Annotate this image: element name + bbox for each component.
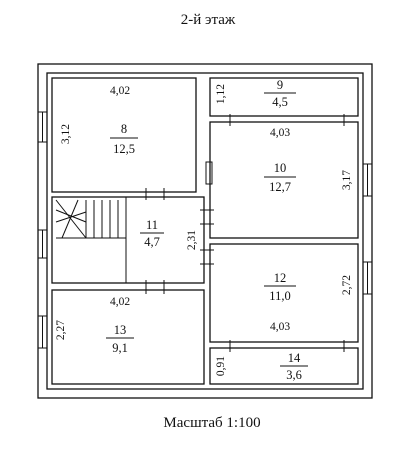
- room-14: [209, 347, 359, 385]
- svg-text:11: 11: [146, 218, 158, 232]
- svg-text:12: 12: [274, 271, 287, 285]
- room-label-14: 14 3,6: [280, 351, 308, 382]
- stairs: [55, 199, 126, 239]
- svg-text:14: 14: [288, 351, 301, 365]
- room-8: [51, 77, 197, 193]
- room-label-10: 10 12,7: [264, 161, 296, 194]
- floor-title: 2-й этаж: [181, 12, 236, 28]
- dim-room12-width: 4,03: [270, 321, 290, 333]
- dim-room8-width: 4,02: [110, 85, 130, 97]
- dim-room14-depth: 0,91: [215, 356, 227, 376]
- svg-text:11,0: 11,0: [269, 289, 290, 303]
- room-11: [51, 196, 205, 284]
- room-label-9: 9 4,5: [264, 78, 296, 109]
- room-label-11: 11 4,7: [140, 218, 164, 249]
- svg-text:4,7: 4,7: [144, 235, 160, 249]
- dim-room10-width: 4,03: [270, 127, 290, 139]
- doors: [145, 114, 345, 352]
- windows: [37, 111, 373, 349]
- room-label-13: 13 9,1: [106, 323, 134, 355]
- dim-room13-width: 4,02: [110, 296, 130, 308]
- room-13: [51, 289, 205, 385]
- svg-text:10: 10: [274, 161, 287, 175]
- svg-text:4,5: 4,5: [272, 95, 288, 109]
- svg-text:12,5: 12,5: [113, 142, 135, 156]
- room-12: [209, 243, 359, 343]
- dim-room9-depth: 1,12: [215, 84, 227, 104]
- dim-room11-depth: 2,31: [186, 230, 198, 250]
- dim-room13-depth: 2,27: [55, 320, 67, 340]
- dim-room8-depth: 3,12: [60, 124, 72, 144]
- scale-label: Масштаб 1:100: [163, 415, 260, 431]
- room-label-8: 8 12,5: [110, 122, 138, 156]
- svg-text:9,1: 9,1: [112, 341, 128, 355]
- svg-text:8: 8: [121, 122, 127, 136]
- svg-text:12,7: 12,7: [269, 180, 291, 194]
- svg-text:3,6: 3,6: [286, 368, 302, 382]
- dim-room10-depth: 3,17: [341, 170, 353, 190]
- svg-text:13: 13: [114, 323, 127, 337]
- room-label-12: 12 11,0: [264, 271, 296, 303]
- room-9: [209, 77, 359, 117]
- svg-text:9: 9: [277, 78, 283, 92]
- dim-room12-depth: 2,72: [341, 275, 353, 295]
- room-10: [209, 121, 359, 239]
